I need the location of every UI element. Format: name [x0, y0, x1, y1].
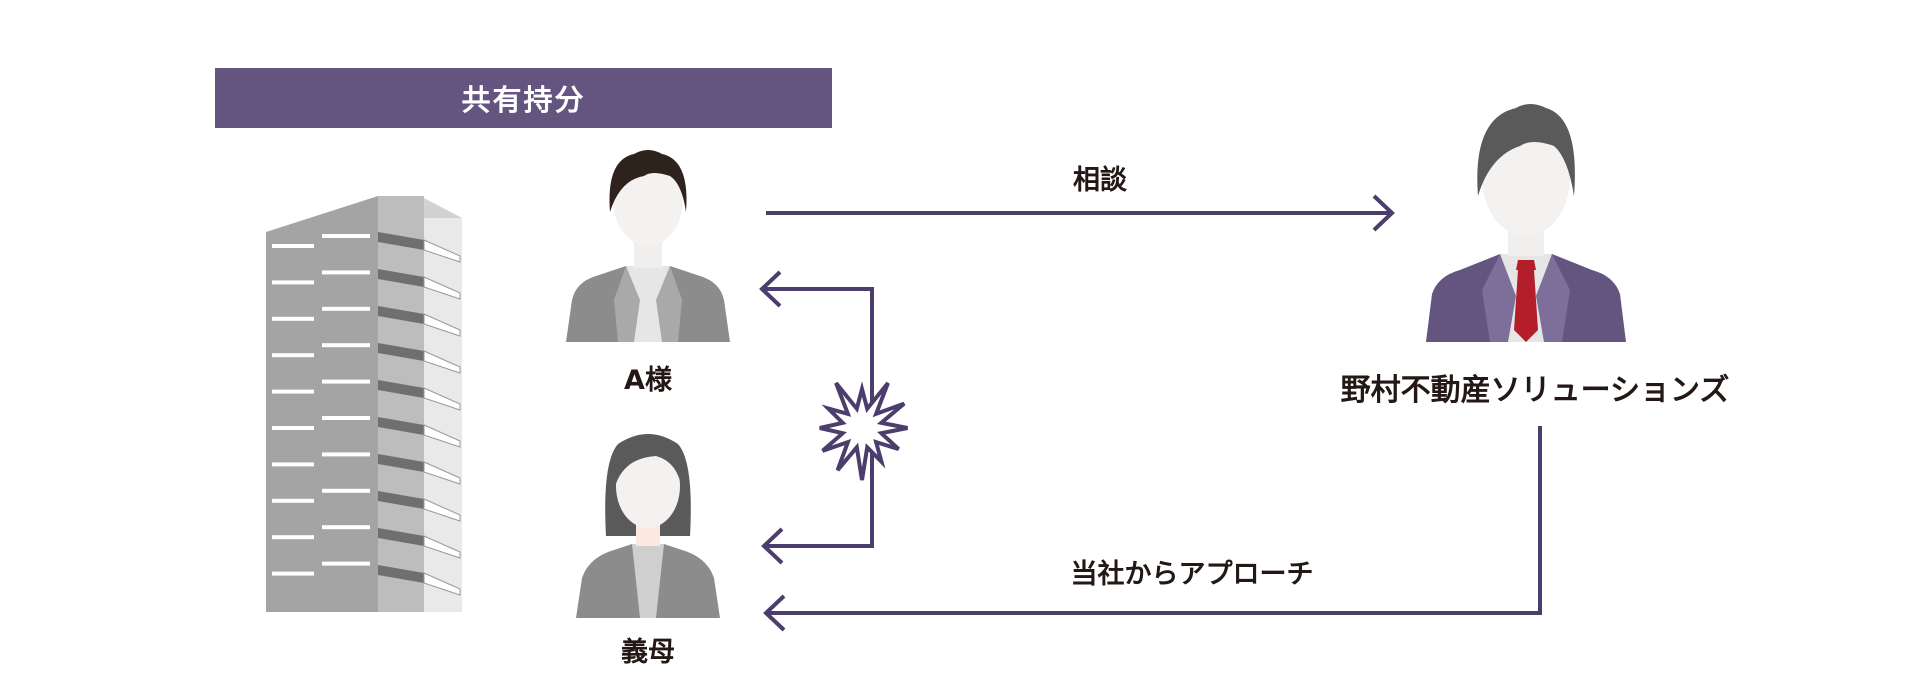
company-label: 野村不動産ソリューションズ: [1340, 373, 1730, 408]
approach-arrow: [763, 426, 1542, 632]
approach-label: 当社からアプローチ: [1070, 559, 1314, 590]
mother-in-law-label: 義母: [621, 637, 675, 668]
share-title-banner: 共有持分: [215, 68, 832, 128]
building-icon: [266, 196, 462, 612]
consult-arrow: [766, 194, 1395, 232]
consult-label: 相談: [1073, 165, 1127, 196]
person-a-icon: [566, 150, 730, 342]
mother-in-law-icon: [576, 434, 720, 618]
company-person-icon: [1426, 104, 1626, 342]
person-a-label: A様: [624, 365, 672, 396]
share-title-text: 共有持分: [461, 83, 586, 117]
conflict-burst-icon: [819, 381, 908, 481]
